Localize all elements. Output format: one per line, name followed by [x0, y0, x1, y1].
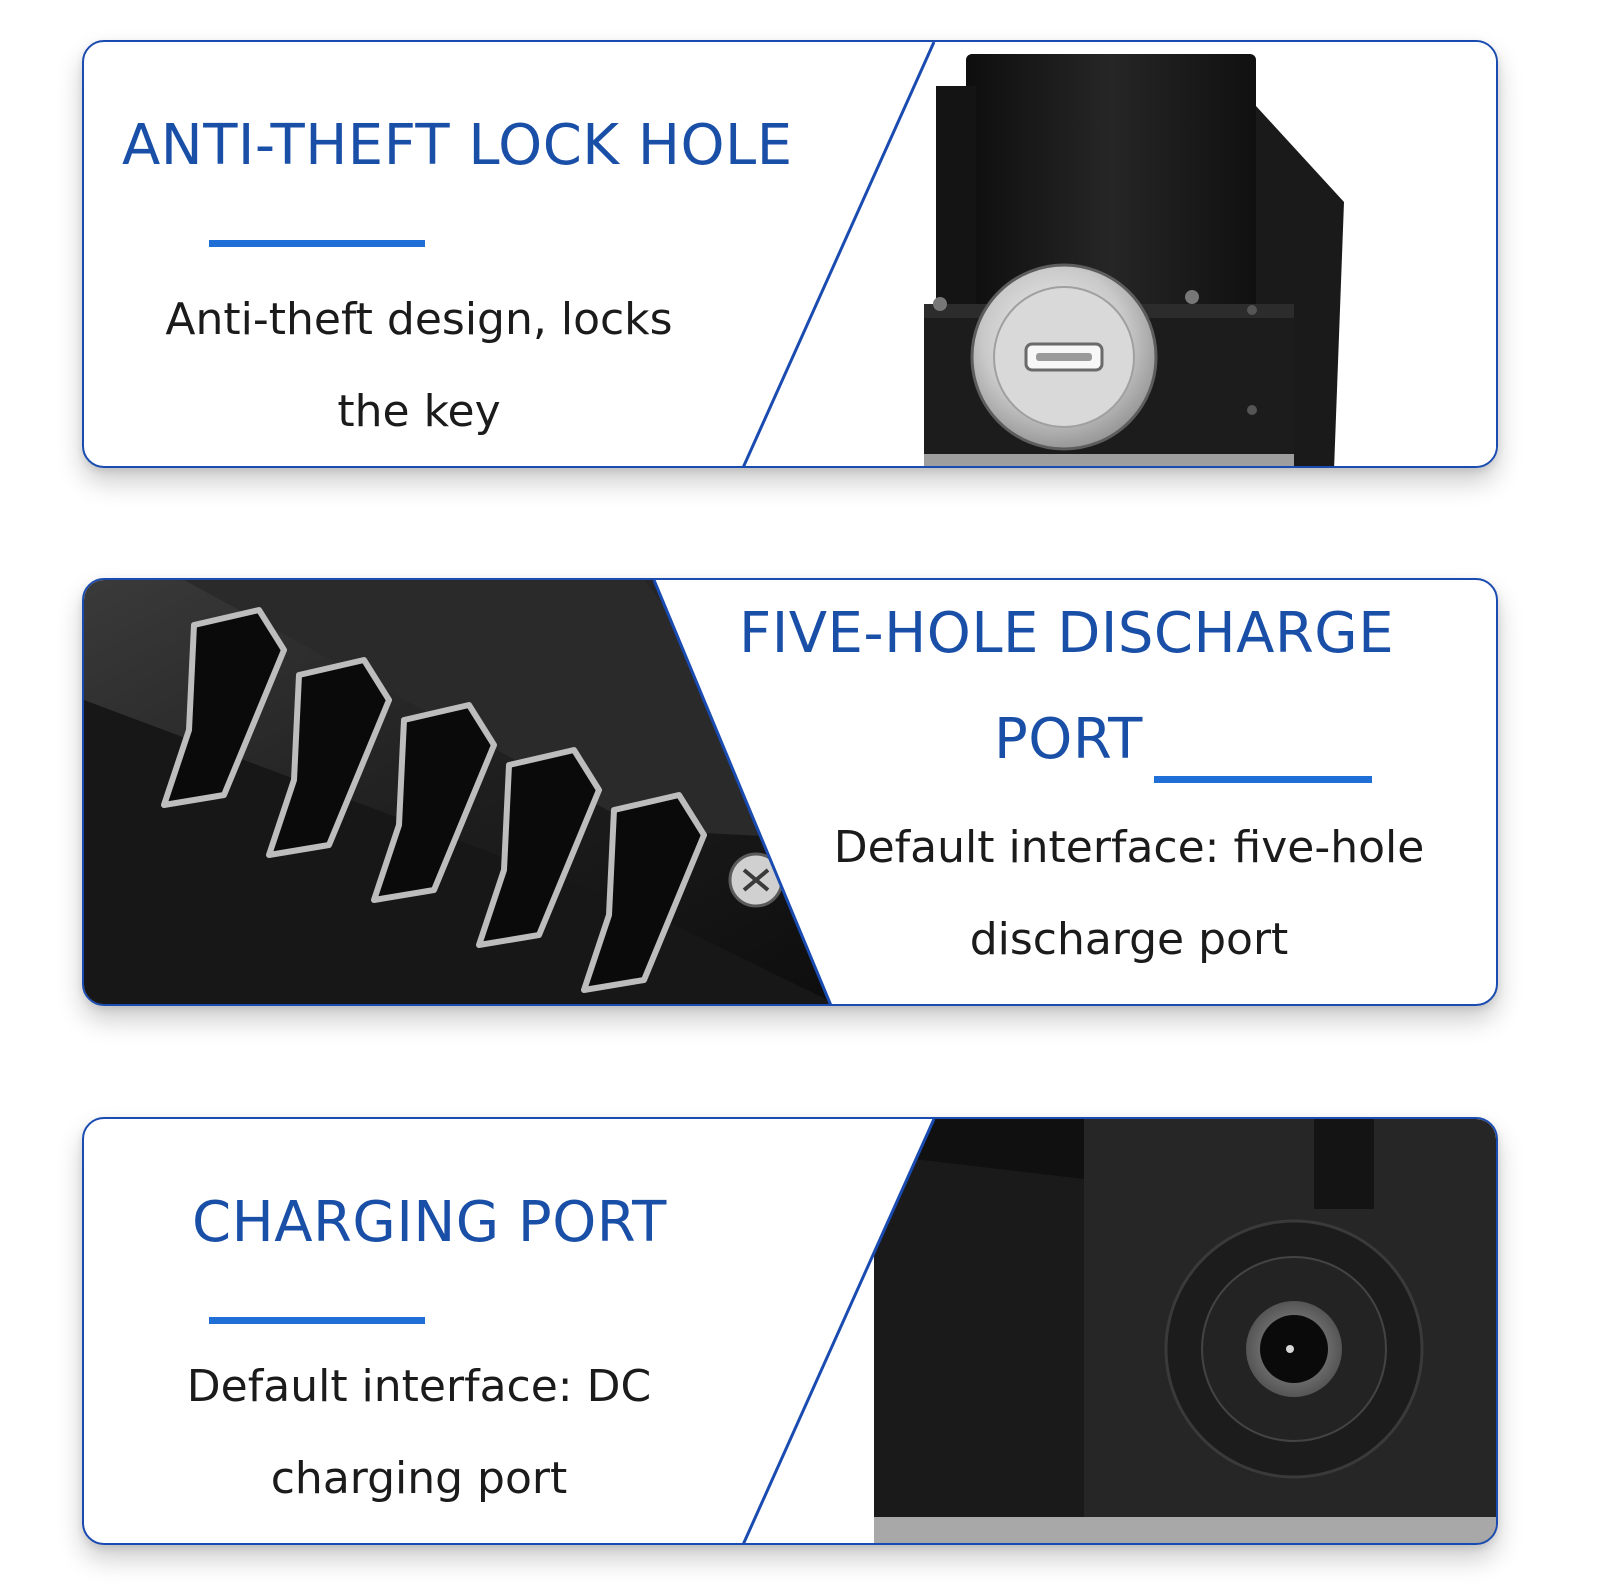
description-line-2: the key: [337, 386, 501, 437]
accent-rule: [209, 1317, 425, 1324]
accent-rule: [1154, 776, 1372, 783]
ignition-lock-illustration: [742, 42, 1496, 466]
description-line-1: Default interface: DC: [186, 1361, 652, 1412]
feature-card-anti-theft-lock: ANTI-THEFT LOCK HOLE Anti-theft design, …: [82, 40, 1498, 468]
accent-rule: [209, 240, 425, 247]
section-description: Default interface: five-hole discharge p…: [794, 802, 1464, 986]
description-line-1: Default interface: five-hole: [833, 822, 1425, 873]
description-line-2: charging port: [270, 1453, 568, 1504]
section-heading-line-2: PORT: [994, 707, 1143, 772]
description-line-2: discharge port: [969, 914, 1289, 965]
description-line-1: Anti-theft design, locks: [165, 294, 673, 345]
battery-lock-photo: [742, 42, 1496, 466]
section-description: Anti-theft design, locks the key: [114, 274, 724, 458]
feature-card-discharge-port: FIVE-HOLE DISCHARGE PORT Default interfa…: [82, 578, 1498, 1006]
section-heading: CHARGING PORT: [192, 1190, 667, 1255]
section-heading-line-1: FIVE-HOLE DISCHARGE: [739, 601, 1395, 666]
section-heading: ANTI-THEFT LOCK HOLE: [122, 113, 793, 178]
feature-card-charging-port: CHARGING PORT Default interface: DC char…: [82, 1117, 1498, 1545]
section-description: Default interface: DC charging port: [114, 1341, 724, 1525]
